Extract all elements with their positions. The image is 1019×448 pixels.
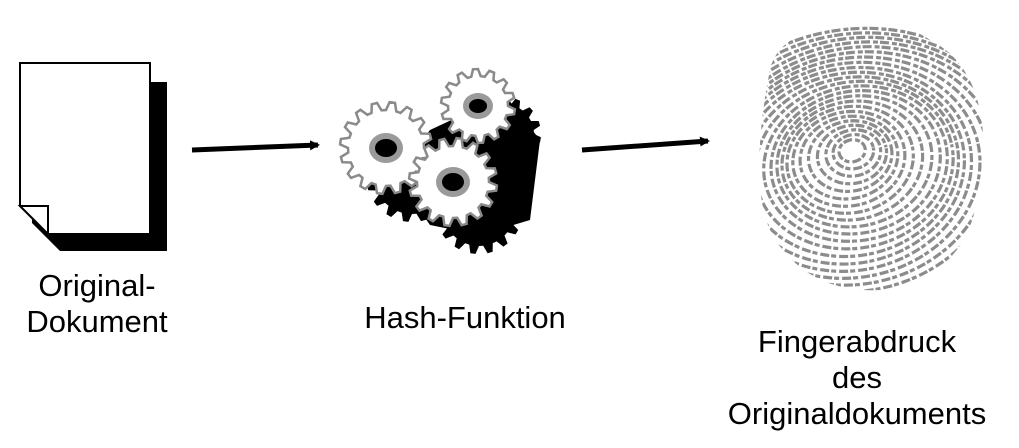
- fingerprint-ridge: [759, 70, 967, 266]
- hash-function-label: Hash-Funktion: [364, 300, 566, 335]
- fingerprint-icon: [759, 26, 984, 291]
- fingerprint-ridge: [824, 128, 883, 178]
- gear-hole: [442, 173, 464, 191]
- fingerprint-ridge: [780, 99, 925, 222]
- fingerprint-ridge: [837, 138, 867, 164]
- fingerprint-ridge: [762, 84, 949, 243]
- arrow-right-icon: [581, 136, 710, 153]
- original-document-label-line-2: Dokument: [26, 304, 168, 339]
- fingerprint-ridge: [759, 65, 974, 273]
- fingerprint-ridge: [815, 123, 889, 186]
- fingerprint-label-line-1: Fingerabdruck: [757, 324, 957, 359]
- fingerprint-ridge: [759, 50, 984, 291]
- gear-hole: [469, 99, 487, 113]
- gear-hole: [375, 139, 397, 157]
- fingerprint-ridge: [759, 60, 982, 280]
- fingerprint-ridge: [759, 31, 984, 291]
- fingerprint-ridge: [785, 104, 915, 215]
- fingerprint-label-line-3: Originaldokuments: [727, 396, 987, 431]
- fingerprint-ridge: [759, 55, 984, 287]
- fingerprint-ridge: [759, 40, 984, 291]
- original-document-label-line-1: Original-: [38, 268, 156, 303]
- fingerprint-label-line-2: des: [832, 360, 882, 395]
- fingerprint-ridge: [798, 114, 900, 201]
- fingerprint-ridge: [759, 75, 961, 259]
- gears-icon: [338, 67, 541, 254]
- fingerprint-ridge: [806, 119, 894, 194]
- fingerprint-ridge: [791, 109, 907, 208]
- fingerprint-label: Fingerabdruck des Originaldokuments: [695, 324, 1019, 432]
- fingerprint-ridge: [775, 94, 934, 229]
- fingerprint-ridge: [759, 79, 955, 251]
- document-icon: [17, 62, 167, 251]
- fingerprint-ridge: [759, 45, 984, 291]
- fingerprint-ridge: [831, 132, 876, 171]
- arrow-right-icon: [191, 140, 320, 153]
- original-document-label: Original- Dokument: [12, 268, 182, 340]
